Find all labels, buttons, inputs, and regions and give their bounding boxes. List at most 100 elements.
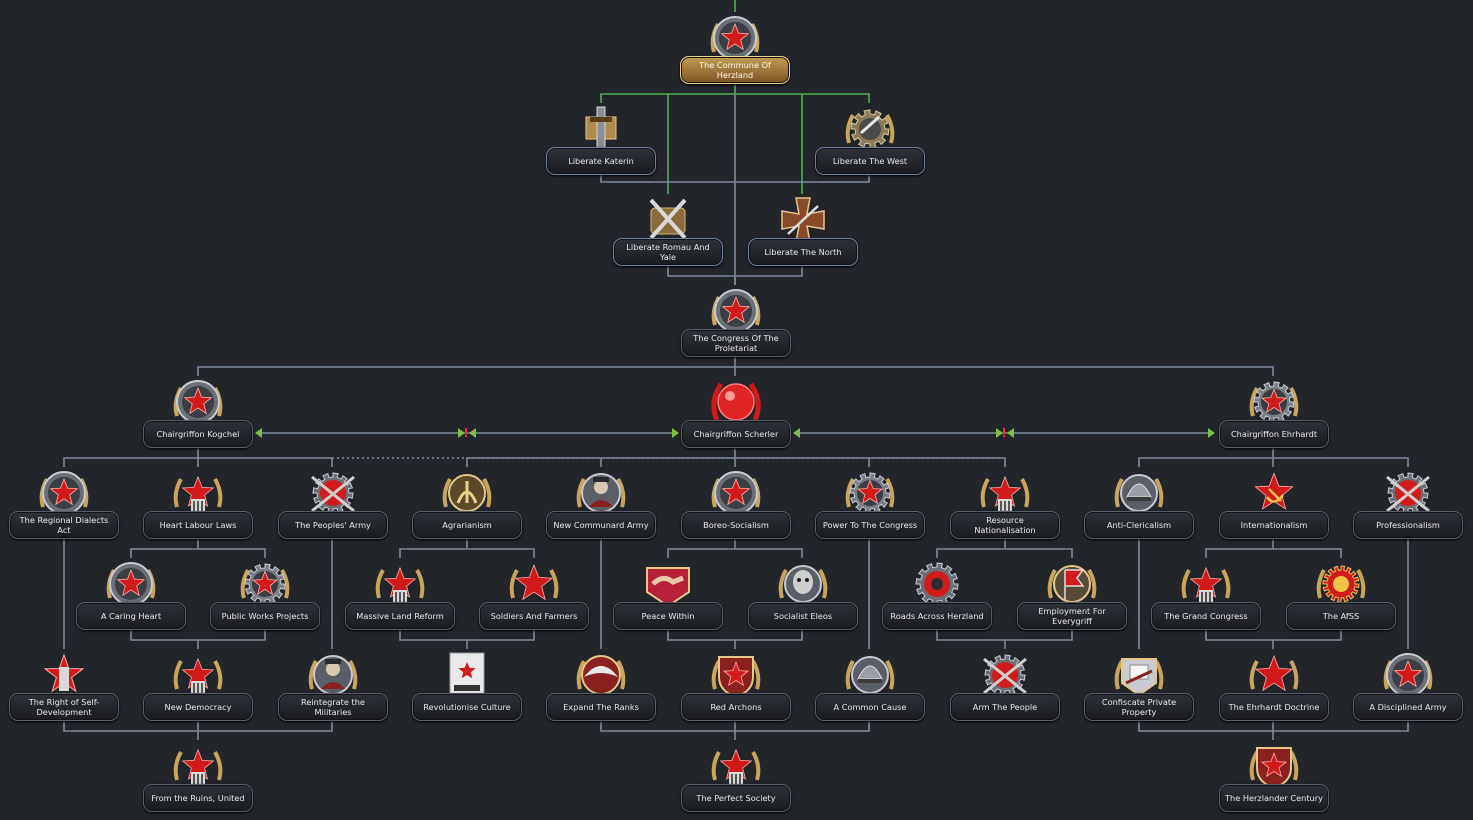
- focus-ehrhardt[interactable]: Chairgriffon Ehrhardt: [1219, 376, 1329, 456]
- focus-dialects[interactable]: The Regional Dialects Act: [9, 467, 119, 547]
- focus-resource[interactable]: Resource Nationalisation: [950, 467, 1060, 547]
- focus-professional[interactable]: Professionalism: [1353, 467, 1463, 547]
- focus-label: Liberate The West: [815, 147, 925, 175]
- exclusive-arrow-icon: [672, 428, 679, 438]
- focus-label: From the Ruins, United: [143, 784, 253, 812]
- focus-romau[interactable]: Liberate Romau And Yale: [613, 194, 723, 274]
- focus-label: The Grand Congress: [1151, 602, 1261, 630]
- focus-afss[interactable]: The AfSS: [1286, 558, 1396, 638]
- focus-anticlerical[interactable]: Anti-Clericalism: [1084, 467, 1194, 547]
- focus-soldiers-farmers[interactable]: Soldiers And Farmers: [479, 558, 589, 638]
- focus-common-cause[interactable]: A Common Cause: [815, 649, 925, 729]
- crossed-swords-icon: [639, 194, 697, 246]
- focus-roads[interactable]: Roads Across Herzland: [882, 558, 992, 638]
- focus-reintegrate[interactable]: Reintegrate the Militaries: [278, 649, 388, 729]
- focus-public-works[interactable]: Public Works Projects: [210, 558, 320, 638]
- eagle-emblem-icon: [572, 649, 630, 701]
- connector-line: [1273, 457, 1409, 467]
- focus-label: Confiscate Private Property: [1084, 693, 1194, 721]
- focus-self-dev[interactable]: The Right of Self-Development: [9, 649, 119, 729]
- connector-line: [735, 93, 870, 103]
- focus-katerin[interactable]: Liberate Katerin: [546, 103, 656, 183]
- focus-label: A Caring Heart: [76, 602, 186, 630]
- exclusive-arrow-icon: [255, 428, 262, 438]
- focus-ruins[interactable]: From the Ruins, United: [143, 740, 253, 820]
- gear-star-icon: [236, 558, 294, 610]
- focus-label: Professionalism: [1353, 511, 1463, 539]
- poster-icon: [438, 649, 496, 701]
- red-star-icon: [505, 558, 563, 610]
- wheat-icon: [438, 467, 496, 519]
- red-star-medal-icon: [706, 12, 764, 64]
- focus-perfect[interactable]: The Perfect Society: [681, 740, 791, 820]
- focus-label: Internationalism: [1219, 511, 1329, 539]
- focus-label: The Ehrhardt Doctrine: [1219, 693, 1329, 721]
- focus-label: The Perfect Society: [681, 784, 791, 812]
- connector-line: [735, 548, 803, 558]
- gear-star-icon: [841, 467, 899, 519]
- focus-label: Arm The People: [950, 693, 1060, 721]
- focus-land-reform[interactable]: Massive Land Reform: [345, 558, 455, 638]
- star-factory-icon: [169, 649, 227, 701]
- focus-red-archons[interactable]: Red Archons: [681, 649, 791, 729]
- connector-line: [735, 366, 1274, 376]
- gear-helmet-icon: [841, 103, 899, 155]
- red-star-medal-icon: [1379, 649, 1437, 701]
- star-factory-icon: [371, 558, 429, 610]
- focus-label: Employment For Everygriff: [1017, 602, 1127, 630]
- focus-label: Reintegrate the Militaries: [278, 693, 388, 721]
- griffon-bust-icon: [774, 558, 832, 610]
- focus-kogchel[interactable]: Chairgriffon Kogchel: [143, 376, 253, 456]
- focus-label: Peace Within: [613, 602, 723, 630]
- focus-north[interactable]: Liberate The North: [748, 194, 858, 274]
- connector-line: [1273, 548, 1342, 558]
- focus-congress[interactable]: The Congress Of The Proletariat: [681, 285, 791, 365]
- exclusive-arrow-icon: [793, 428, 800, 438]
- focus-agrarianism[interactable]: Agrarianism: [412, 467, 522, 547]
- focus-label: The Herzlander Century: [1219, 784, 1329, 812]
- focus-grand-congress[interactable]: The Grand Congress: [1151, 558, 1261, 638]
- focus-label: Heart Labour Laws: [143, 511, 253, 539]
- connector-line: [198, 548, 266, 558]
- red-star-shield-icon: [1245, 740, 1303, 792]
- red-star-medal-icon: [707, 285, 765, 337]
- star-factory-icon: [1177, 558, 1235, 610]
- focus-power-congress[interactable]: Power To The Congress: [815, 467, 925, 547]
- focus-peoples-army[interactable]: The Peoples' Army: [278, 467, 388, 547]
- focus-international[interactable]: Internationalism: [1219, 467, 1329, 547]
- focus-label: Revolutionise Culture: [412, 693, 522, 721]
- focus-revolutionise[interactable]: Revolutionise Culture: [412, 649, 522, 729]
- focus-scherler[interactable]: Chairgriffon Scherler: [681, 376, 791, 456]
- focus-new-democracy[interactable]: New Democracy: [143, 649, 253, 729]
- red-sun-emblem-icon: [1312, 558, 1370, 610]
- focus-arm-people[interactable]: Arm The People: [950, 649, 1060, 729]
- focus-boreo[interactable]: Boreo-Socialism: [681, 467, 791, 547]
- connector-line: [735, 457, 1006, 467]
- focus-label: The Regional Dialects Act: [9, 511, 119, 539]
- focus-label: Liberate Katerin: [546, 147, 656, 175]
- focus-peace[interactable]: Peace Within: [613, 558, 723, 638]
- focus-west[interactable]: Liberate The West: [815, 103, 925, 183]
- focus-ehrhardt-doctrine[interactable]: The Ehrhardt Doctrine: [1219, 649, 1329, 729]
- focus-labour[interactable]: Heart Labour Laws: [143, 467, 253, 547]
- connector-line: [467, 548, 535, 558]
- focus-label: Agrarianism: [412, 511, 522, 539]
- focus-caring[interactable]: A Caring Heart: [76, 558, 186, 638]
- focus-century[interactable]: The Herzlander Century: [1219, 740, 1329, 820]
- focus-label: Chairgriffon Ehrhardt: [1219, 420, 1329, 448]
- focus-expand-ranks[interactable]: Expand The Ranks: [546, 649, 656, 729]
- focus-label: Expand The Ranks: [546, 693, 656, 721]
- focus-label: Power To The Congress: [815, 511, 925, 539]
- focus-disciplined[interactable]: A Disciplined Army: [1353, 649, 1463, 729]
- soldier-portrait-icon: [304, 649, 362, 701]
- focus-label: Roads Across Herzland: [882, 602, 992, 630]
- focus-label: The Right of Self-Development: [9, 693, 119, 721]
- focus-commune[interactable]: The Commune Of Herzland: [680, 12, 790, 92]
- focus-label: Soldiers And Farmers: [479, 602, 589, 630]
- focus-eleos[interactable]: Socialist Eleos: [748, 558, 858, 638]
- focus-employment[interactable]: Employment For Everygriff: [1017, 558, 1127, 638]
- focus-communard[interactable]: New Communard Army: [546, 467, 656, 547]
- focus-label: Red Archons: [681, 693, 791, 721]
- focus-confiscate[interactable]: Confiscate Private Property: [1084, 649, 1194, 729]
